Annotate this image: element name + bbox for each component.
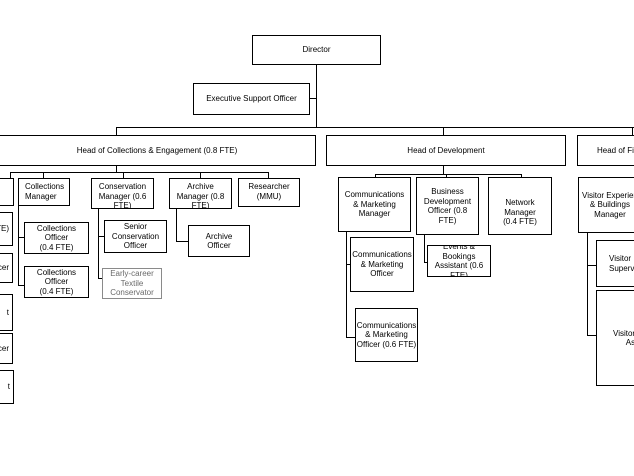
- comms-marketing-officer-06-label: Communications & Marketing Officer (0.6 …: [356, 320, 417, 349]
- connector: [200, 172, 201, 178]
- connector: [98, 236, 104, 237]
- senior-conservation-officer-label: Senior Conservation Officer: [111, 222, 160, 251]
- left-partial-label-3: t: [6, 307, 9, 317]
- head-finance-box: Head of Fi: [577, 135, 634, 166]
- connector: [18, 237, 25, 238]
- left-partial-box-1: [0, 178, 14, 206]
- connector: [446, 174, 447, 177]
- connector: [116, 165, 117, 172]
- connector: [268, 172, 269, 178]
- left-partial-label-1: TE): [0, 224, 9, 234]
- executive-support-officer-label: Executive Support Officer: [206, 94, 297, 104]
- connector: [18, 205, 19, 285]
- connector: [346, 337, 356, 338]
- connector: [309, 98, 316, 99]
- visitor-supervisor-label: Visitor Supervis: [609, 254, 634, 273]
- connector: [375, 174, 376, 177]
- early-career-conservator-label: Early-career Textile Conservator (0.6 FT…: [110, 269, 154, 298]
- collections-manager-box: Collections Manager: [18, 178, 70, 206]
- archive-manager-label: Archive Manager (0.8 FTE): [176, 182, 225, 209]
- comms-marketing-officer-06-box: Communications & Marketing Officer (0.6 …: [355, 308, 418, 362]
- connector: [587, 265, 597, 266]
- visitor-supervisor-box: Visitor Supervis: [596, 240, 634, 287]
- visitor-assistant-box: Visitor As: [596, 290, 634, 386]
- left-partial-box-4: t: [0, 294, 13, 331]
- conservation-manager-box: Conservation Manager (0.6 FTE): [91, 178, 154, 209]
- comms-marketing-manager-label: Communications & Marketing Manager: [344, 190, 405, 219]
- connector: [521, 174, 522, 177]
- collections-officer-box-a: Collections Officer (0.4 FTE): [24, 222, 89, 254]
- business-development-officer-label: Business Development Officer (0.8 FTE): [423, 187, 472, 225]
- connector: [443, 165, 444, 174]
- connector: [443, 127, 444, 135]
- connector: [116, 127, 117, 135]
- connector: [346, 264, 351, 265]
- connector: [116, 127, 634, 128]
- connector: [98, 208, 99, 278]
- archive-officer-label: Archive Officer: [205, 231, 233, 251]
- comms-marketing-manager-box: Communications & Marketing Manager: [338, 177, 411, 232]
- left-partial-label-2: cer: [0, 263, 9, 273]
- head-development-label: Head of Development: [407, 145, 485, 155]
- business-development-officer-box: Business Development Officer (0.8 FTE): [416, 177, 479, 235]
- researcher-box: Researcher (MMU): [238, 178, 300, 207]
- visitor-experience-manager-box: Visitor Experien & Buildings Manager: [578, 177, 634, 233]
- archive-manager-box: Archive Manager (0.8 FTE): [169, 178, 232, 209]
- executive-support-officer-box: Executive Support Officer: [193, 83, 310, 115]
- connector: [346, 231, 347, 337]
- collections-manager-label: Collections Manager: [25, 182, 65, 201]
- senior-conservation-officer-box: Senior Conservation Officer: [104, 220, 167, 253]
- connector: [43, 172, 44, 178]
- researcher-label: Researcher (MMU): [248, 182, 290, 201]
- early-career-conservator-box: Early-career Textile Conservator (0.6 FT…: [102, 268, 162, 299]
- left-partial-box-2: TE): [0, 212, 13, 246]
- left-partial-box-3: cer: [0, 253, 13, 283]
- left-partial-box-6: t: [0, 370, 14, 404]
- conservation-manager-label: Conservation Manager (0.6 FTE): [98, 182, 147, 209]
- comms-marketing-officer-box: Communications & Marketing Officer: [350, 237, 414, 292]
- connector: [10, 172, 268, 173]
- connector: [587, 232, 588, 335]
- events-bookings-assistant-box: Events & Bookings Assistant (0.6 FTE): [427, 245, 491, 277]
- visitor-experience-manager-label: Visitor Experien & Buildings Manager: [582, 190, 634, 219]
- connector: [176, 241, 188, 242]
- connector: [632, 127, 633, 135]
- comms-marketing-officer-label: Communications & Marketing Officer: [352, 250, 412, 279]
- head-finance-label: Head of Fi: [597, 145, 634, 155]
- director-label: Director: [302, 45, 331, 55]
- connector: [375, 174, 522, 175]
- network-manager-label: Network Manager (0.4 FTE): [503, 198, 537, 226]
- connector: [10, 172, 11, 178]
- connector: [424, 262, 428, 263]
- network-manager-box: Network Manager (0.4 FTE): [488, 177, 552, 235]
- connector: [18, 285, 25, 286]
- collections-officer-label-b: Collections Officer (0.4 FTE): [36, 267, 77, 296]
- head-development-box: Head of Development: [326, 135, 566, 166]
- head-collections-box: Head of Collections & Engagement (0.8 FT…: [0, 135, 316, 166]
- director-box: Director: [252, 35, 381, 65]
- connector: [316, 64, 317, 127]
- head-collections-label: Head of Collections & Engagement (0.8 FT…: [76, 145, 238, 155]
- connector: [123, 172, 124, 178]
- events-bookings-assistant-label: Events & Bookings Assistant (0.6 FTE): [434, 245, 484, 277]
- collections-officer-label-a: Collections Officer (0.4 FTE): [36, 223, 77, 252]
- left-partial-label-4: cer: [0, 343, 9, 353]
- connector: [424, 234, 425, 262]
- left-partial-label-5: t: [7, 382, 10, 392]
- connector: [176, 208, 177, 241]
- visitor-assistant-label: Visitor As: [613, 328, 634, 348]
- connector: [587, 335, 597, 336]
- left-partial-box-5: cer: [0, 333, 13, 364]
- archive-officer-box: Archive Officer: [188, 225, 250, 257]
- connector: [98, 278, 102, 279]
- collections-officer-box-b: Collections Officer (0.4 FTE): [24, 266, 89, 298]
